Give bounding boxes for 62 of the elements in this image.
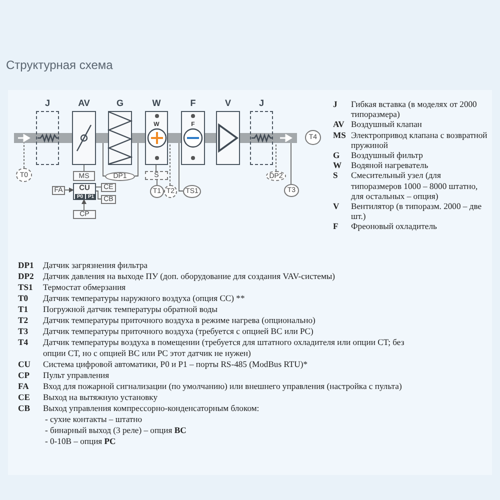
key-description: Датчик давления на выходе ПУ (доп. оборудование для создания VAV-системы) <box>43 271 336 282</box>
unit-letter: F <box>189 98 197 109</box>
key-code: DP1 <box>18 260 35 271</box>
unit-letter: J <box>44 98 51 109</box>
key-code: T4 <box>18 337 30 349</box>
key-code: T0 <box>18 293 30 304</box>
key-description: Гибкая вставка (в моделях от 2000 типоразмера) <box>351 99 478 120</box>
key-code: F <box>333 221 340 232</box>
connector-line <box>156 180 158 186</box>
key-description: Водяной нагреватель <box>351 160 430 170</box>
connector-line <box>134 142 138 176</box>
key-code: DP2 <box>18 271 35 282</box>
note-text: - бинарный выход (3 реле) – опция BC <box>44 425 188 436</box>
key-code: S <box>333 170 339 182</box>
key-code: CU <box>18 359 32 370</box>
key-code: T2 <box>18 315 30 326</box>
key-code: T1 <box>18 304 30 315</box>
key-code: CP <box>18 370 30 381</box>
key-description: Датчик температуры наружного воздуха (опция CC) ** <box>43 293 246 304</box>
key-code: MS <box>333 130 347 142</box>
key-description: Выход управления компрессорно-конденсаторным блоком: <box>43 403 260 414</box>
key-description: Вентилятор (в типоразм. 2000 – две шт.) <box>351 201 483 222</box>
key-code: CB <box>18 403 31 414</box>
unit-letter: J <box>258 98 265 109</box>
key-code: G <box>333 150 341 160</box>
key-code: CE <box>18 392 31 403</box>
key-description: Датчик загрязнения фильтра <box>43 260 149 271</box>
key-description: Смесительный узел (для типоразмеров 1000 – 8000 штатно, для остальных – опция) <box>351 170 479 202</box>
arrow <box>82 199 86 210</box>
key-description: Термостат обмерзания <box>43 282 127 293</box>
key-description: Датчик температуры воздуха в помещении (требуется для штатного охладителя или опции CT; без опции CT, но с опцией BC или PC этот датчик не нужен) <box>43 337 406 359</box>
arrow <box>64 188 74 192</box>
key-description: Погружной датчик температуры обратной воды <box>43 304 219 315</box>
key-description: Датчик температуры приточного воздуха в режиме нагрева (опционально) <box>43 315 316 326</box>
connector-line <box>290 142 292 184</box>
key-code: V <box>333 201 340 214</box>
unit-letter: G <box>115 98 124 109</box>
key-description: Воздушный фильтр <box>351 150 424 160</box>
note-text: - сухие контакты – штатно <box>44 414 144 425</box>
unit-letter: W <box>151 98 162 109</box>
key-code: FA <box>18 381 30 392</box>
connector-line <box>96 190 102 200</box>
key-description: Выход на вытяжную установку <box>43 392 159 403</box>
key-description: Электропривод клапана с возвратной пружиной <box>351 130 488 150</box>
key-code: W <box>333 160 343 170</box>
key-code: TS1 <box>18 282 34 293</box>
connector-line <box>178 142 184 192</box>
diagram-title: Структурная схема <box>6 58 113 72</box>
unit-letter: V <box>224 98 232 109</box>
key-description: Фреоновый охладитель <box>351 221 438 232</box>
note-text: - 0-10В – опция PC <box>44 436 117 447</box>
key-description: Датчик температуры приточного воздуха (требуется с опцией BC или PC) <box>43 326 314 337</box>
key-description: Система цифровой автоматики, P0 и P1 – порты RS-485 (ModBus RTU)* <box>43 359 309 370</box>
connector-line <box>96 186 102 188</box>
key-description: Вход для пожарной сигнализации (по умолчанию) или внешнего управления (настройка с пульта) <box>43 381 403 392</box>
controller-box <box>73 183 96 200</box>
unit-letter: AV <box>77 98 91 109</box>
key-description: Воздушный клапан <box>351 119 423 130</box>
key-code: AV <box>333 119 346 130</box>
key-description: Пульт управления <box>43 370 110 381</box>
key-code: J <box>333 99 338 111</box>
key-code: T3 <box>18 326 30 337</box>
